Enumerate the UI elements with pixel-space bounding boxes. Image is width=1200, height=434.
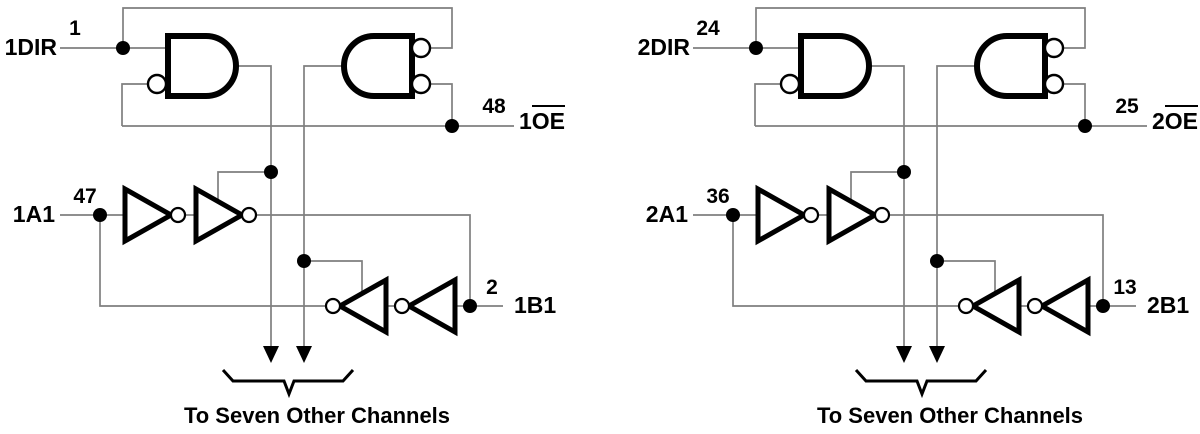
- oe-pin-number: 48: [482, 95, 506, 118]
- dir-port-label: 1DIR: [4, 34, 57, 60]
- oe-prefix: 1: [519, 108, 532, 134]
- b-port-label: 1B1: [514, 292, 557, 318]
- dir-pin-number: 1: [69, 17, 81, 40]
- channels-caption: To Seven Other Channels: [183, 403, 451, 428]
- oe-overlined-text: OE: [531, 105, 566, 134]
- b-pin-number: 2: [486, 276, 498, 299]
- oe-pin-number: 25: [1115, 95, 1139, 118]
- dir-pin-number: 24: [696, 17, 720, 40]
- channels-caption: To Seven Other Channels: [816, 403, 1084, 428]
- oe-overlined-text: OE: [1164, 105, 1199, 134]
- a-port-label: 1A1: [12, 201, 55, 227]
- a-port-label: 2A1: [645, 201, 688, 227]
- oe-port-label: 2OE: [1152, 105, 1199, 134]
- dir-port-label: 2DIR: [637, 34, 690, 60]
- oe-prefix: 2: [1152, 108, 1165, 134]
- a-pin-number: 36: [706, 185, 730, 208]
- a-pin-number: 47: [73, 185, 97, 208]
- b-pin-number: 13: [1113, 276, 1137, 299]
- channel-1-circuit: [60, 8, 514, 394]
- channel-2-circuit: [693, 8, 1147, 394]
- oe-port-label: 1OE: [519, 105, 566, 134]
- b-port-label: 2B1: [1147, 292, 1190, 318]
